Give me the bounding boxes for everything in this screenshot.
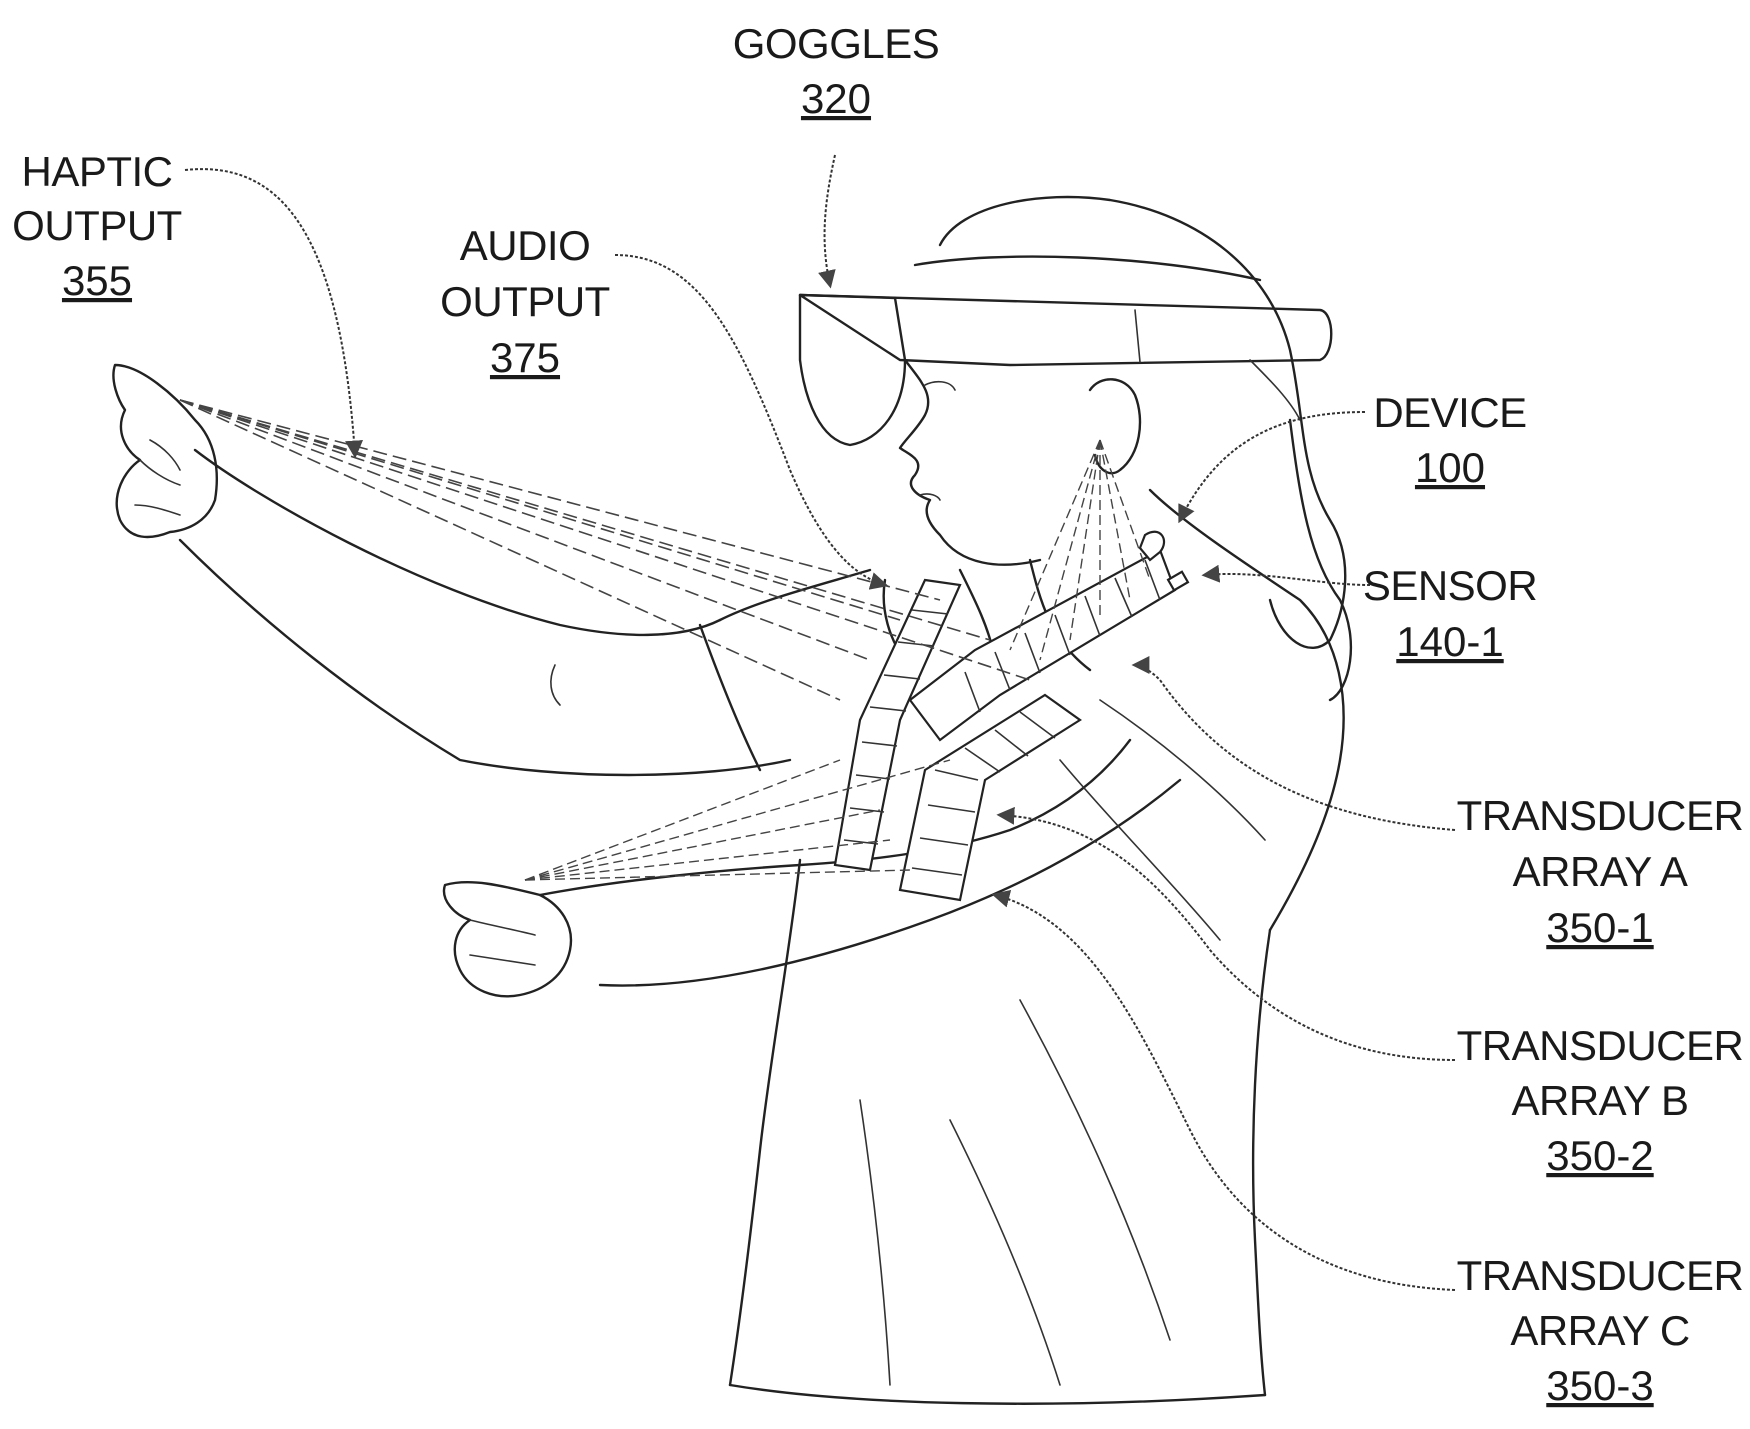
- label-transducer-array-c: TRANSDUCER ARRAY C 350-3: [1457, 1252, 1744, 1409]
- arm-crease: [550, 664, 561, 706]
- haptic-output-line2: OUTPUT: [12, 202, 182, 249]
- sensor-name: SENSOR: [1363, 562, 1537, 609]
- raised-hand-fingers: [134, 439, 181, 516]
- hair-back: [1288, 418, 1353, 702]
- raised-arm-upper: [193, 448, 722, 637]
- leader-haptic-output: [184, 168, 364, 459]
- raised-hand: [112, 363, 218, 539]
- goggles-name: GOGGLES: [733, 20, 940, 67]
- goggles-ref: 320: [801, 75, 871, 122]
- leader-sensor: [1201, 564, 1371, 586]
- sensor-ref: 140-1: [1396, 618, 1503, 665]
- label-transducer-array-b: TRANSDUCER ARRAY B 350-2: [1457, 1022, 1744, 1179]
- shirt-fold-4: [1059, 759, 1221, 941]
- torso-right: [1251, 928, 1272, 1397]
- goggles-strap: [798, 293, 1333, 367]
- transducer-array-b-line1: TRANSDUCER: [1457, 1022, 1744, 1069]
- goggles-back-clip: [1249, 359, 1301, 421]
- shirt-fold-2: [1019, 999, 1171, 1341]
- sleeve-raised: [698, 623, 762, 772]
- leader-device: [1178, 411, 1366, 524]
- leader-transducer-array-a: [1131, 656, 1456, 831]
- transducer-array-c: [898, 693, 1082, 902]
- transducer-array-c-ref: 350-3: [1546, 1362, 1653, 1409]
- shoulder-back: [1148, 488, 1345, 932]
- lower-arm-top: [538, 738, 1132, 897]
- device-100: [1138, 530, 1166, 562]
- label-goggles: GOGGLES 320: [733, 20, 940, 122]
- sensor-140-1: [1166, 570, 1190, 592]
- eye: [924, 380, 956, 391]
- haptic-beams-lower: [524, 759, 951, 881]
- audio-output-ref: 375: [490, 334, 560, 381]
- mouth: [919, 493, 941, 501]
- device-ref: 100: [1415, 444, 1485, 491]
- shirt-fold-5: [1099, 699, 1266, 841]
- leader-transducer-array-c: [991, 889, 1456, 1291]
- haptic-output-ref: 355: [62, 257, 132, 304]
- goggles-lens: [798, 293, 907, 447]
- leader-transducer-array-b: [996, 806, 1456, 1061]
- label-transducer-array-a: TRANSDUCER ARRAY A 350-1: [1457, 792, 1744, 951]
- label-audio-output: AUDIO OUTPUT 375: [440, 222, 610, 381]
- person-illustration: [112, 195, 1353, 1405]
- face-profile: [898, 358, 1042, 566]
- haptic-beams-upper: [179, 399, 1031, 701]
- transducer-array-b-line2: ARRAY B: [1511, 1077, 1688, 1124]
- audio-output-line2: OUTPUT: [440, 278, 610, 325]
- transducer-array-c-line1: TRANSDUCER: [1457, 1252, 1744, 1299]
- leader-goggles: [818, 154, 836, 289]
- label-sensor: SENSOR 140-1: [1363, 562, 1538, 665]
- transducer-array-a-line2: ARRAY A: [1513, 848, 1688, 895]
- transducer-array-b-ref: 350-2: [1546, 1132, 1653, 1179]
- transducer-array-a-ref: 350-1: [1546, 904, 1653, 951]
- torso-left: [728, 858, 802, 1387]
- audio-output-line1: AUDIO: [460, 222, 591, 269]
- goggles-strap-seam: [1134, 309, 1141, 363]
- leader-audio-output: [614, 254, 889, 590]
- transducer-array-a-line1: TRANSDUCER: [1457, 792, 1744, 839]
- audio-beams: [1009, 439, 1151, 661]
- lower-hand-fingers: [469, 919, 536, 966]
- transducer-array-c-line2: ARRAY C: [1510, 1307, 1689, 1354]
- lower-hand: [442, 880, 573, 998]
- shirt-left-shoulder: [718, 568, 872, 622]
- goggles-strap-top: [913, 255, 1262, 282]
- label-haptic-output: HAPTIC OUTPUT 355: [12, 148, 182, 304]
- shirt-fold-3: [859, 1099, 891, 1386]
- lower-arm-bottom: [598, 778, 1182, 987]
- device-name: DEVICE: [1373, 389, 1526, 436]
- raised-arm-lower: [178, 538, 792, 777]
- shirt-hem: [728, 1383, 1267, 1405]
- hair-outline: [938, 195, 1347, 650]
- shirt-fold-1: [949, 1119, 1061, 1386]
- transducer-array-b: [833, 578, 962, 872]
- haptic-output-line1: HAPTIC: [21, 148, 172, 195]
- label-device: DEVICE 100: [1373, 389, 1527, 491]
